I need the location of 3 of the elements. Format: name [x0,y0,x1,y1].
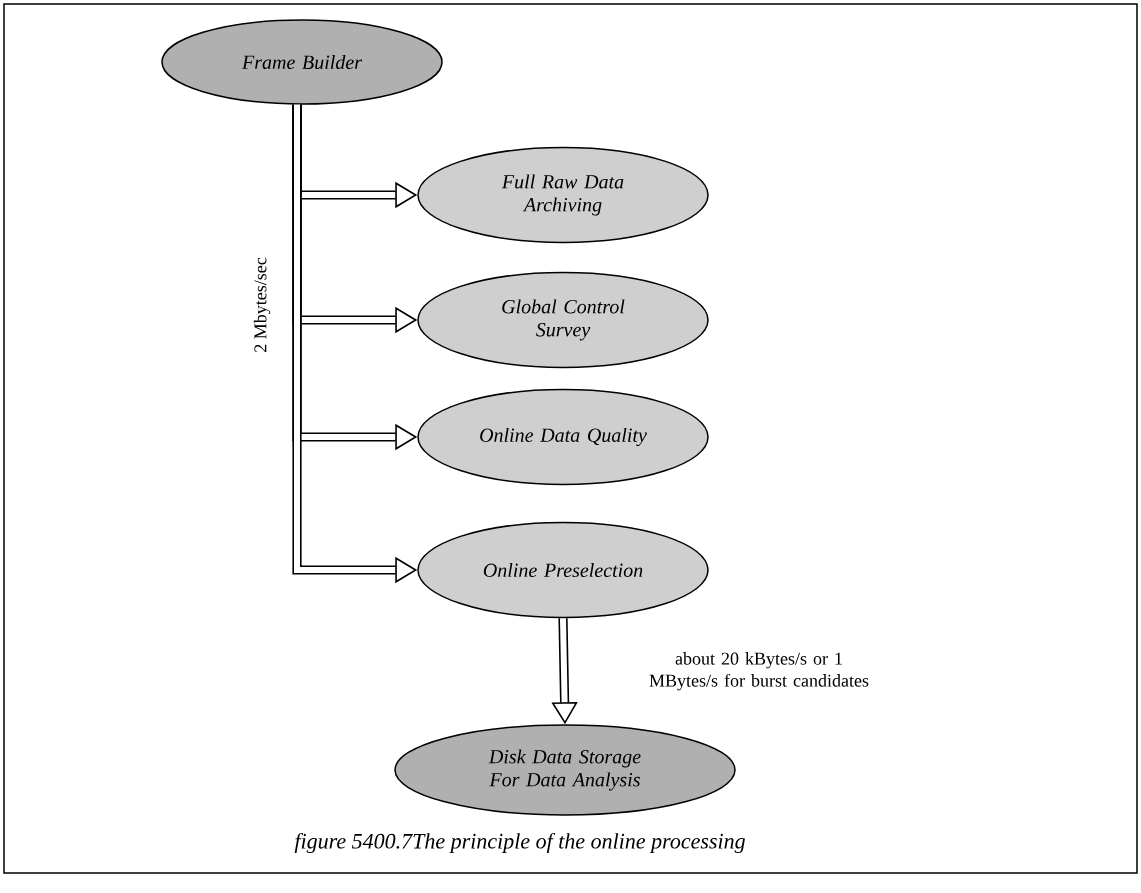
caption: figure 5400.7The principle of the online processing [294,832,745,854]
rate-label: 2 Mbytes/sec [253,257,271,352]
edge-label: about 20 kBytes/s or 1 MBytes/s for burst candidates [649,652,869,691]
